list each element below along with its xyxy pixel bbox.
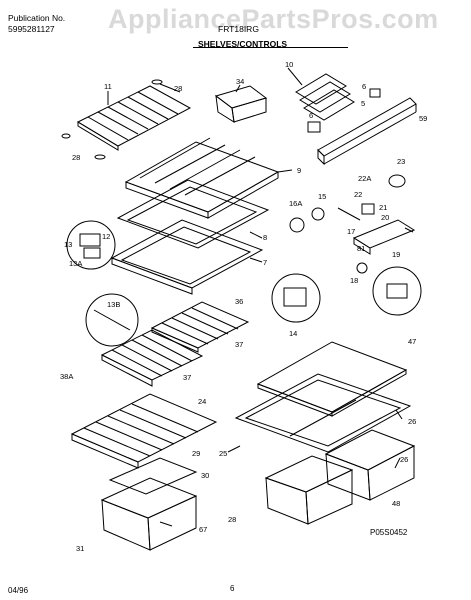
part-label: 21 (379, 203, 387, 212)
part-label: 26 (408, 417, 416, 426)
part-label: 19 (392, 250, 400, 259)
part-label: 59 (419, 114, 427, 123)
part-label: 16A (289, 199, 302, 208)
part-label: 13 (64, 240, 72, 249)
part-label: 8 (263, 233, 267, 242)
part-label: 22 (354, 190, 362, 199)
section-title: SHELVES/CONTROLS (198, 39, 288, 49)
part-label: 13A (69, 259, 82, 268)
part-label: 23 (397, 157, 405, 166)
part-label: 25 (219, 449, 227, 458)
site-watermark: AppliancePartsPros.com (108, 4, 439, 34)
wire-shelf-38a (100, 329, 204, 387)
crisper-frame-25 (234, 373, 412, 453)
part-label: 37 (235, 340, 243, 349)
control-rail-5 (317, 97, 417, 166)
crisper-pan-26 (324, 429, 416, 501)
wire-shelf-36-37 (150, 301, 250, 353)
part-label: 10 (285, 60, 293, 69)
model-number: FRT18IRG (218, 24, 259, 34)
part-label: 31 (76, 544, 84, 553)
shelf-frame-8 (116, 179, 270, 249)
part-label: 47 (408, 337, 416, 346)
part-label: 11 (104, 82, 112, 91)
part-label: 15 (318, 192, 326, 201)
part-label: 18 (350, 276, 358, 285)
part-label: 13B (107, 300, 120, 309)
part-label: 24 (198, 397, 206, 406)
revision-date: 04/96 (8, 586, 29, 595)
part-label: 6 (309, 111, 313, 120)
title-underline (193, 47, 348, 48)
part-label: 20 (381, 213, 389, 222)
detail-circle-13 (66, 220, 116, 270)
publication-label: Publication No. (8, 13, 66, 23)
part-label: 37 (183, 373, 191, 382)
shelf-frame-7 (110, 219, 264, 295)
part-label: 36 (235, 297, 243, 306)
egg-trays-10 (295, 73, 355, 121)
part-label: 28 (228, 515, 236, 524)
part-label: 12 (102, 232, 110, 241)
crisper-pan-67 (100, 477, 198, 551)
part-label: 30 (201, 471, 209, 480)
crisper-glass-47 (256, 341, 408, 417)
publication-number: 5995281127 (8, 24, 55, 34)
crisper-pan-28 (264, 455, 354, 525)
page-number: 6 (230, 584, 235, 593)
part-label: 48 (392, 499, 400, 508)
part-label: 14 (289, 329, 297, 338)
part-label: 28 (174, 84, 182, 93)
dairy-bin-34 (214, 85, 268, 123)
part-label: 7 (263, 258, 267, 267)
glass-shelf-9 (124, 137, 280, 219)
part-label: 9 (297, 166, 301, 175)
part-label: 38A (60, 372, 73, 381)
part-label: 81 (357, 244, 365, 253)
part-label: 5 (361, 99, 365, 108)
part-label: 28 (72, 153, 80, 162)
part-label: 22A (358, 174, 371, 183)
part-label: 29 (192, 449, 200, 458)
part-label: 17 (347, 227, 355, 236)
part-label: 26 (400, 455, 408, 464)
drawing-code: P05S0452 (370, 528, 408, 537)
wire-shelf-11 (76, 85, 192, 151)
part-labels: 11 28 34 10 6 5 59 6 28 9 23 22A 15 22 2… (60, 60, 427, 553)
part-label: 67 (199, 525, 207, 534)
part-label: 6 (362, 82, 366, 91)
part-label: 34 (236, 77, 244, 86)
wire-shelf-24 (70, 393, 218, 469)
